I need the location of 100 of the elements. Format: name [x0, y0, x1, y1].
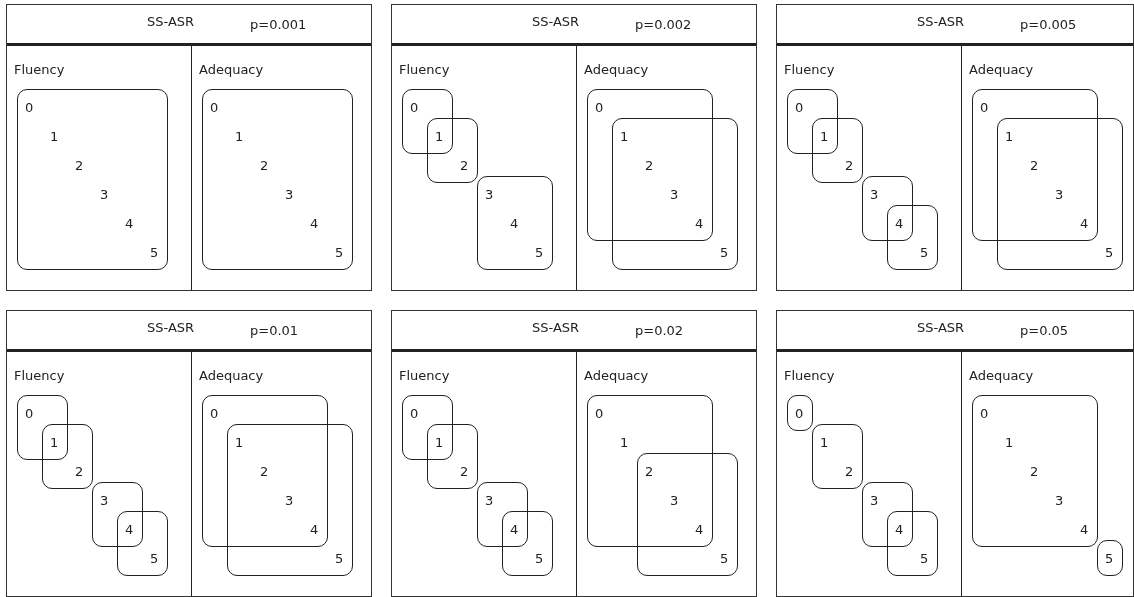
class-number: 1 — [820, 435, 829, 450]
rounded-box — [812, 424, 863, 489]
class-number: 3 — [670, 187, 679, 202]
class-number: 2 — [75, 464, 84, 479]
class-number: 4 — [310, 216, 319, 231]
class-number: 2 — [460, 464, 469, 479]
rounded-box — [587, 395, 713, 547]
panel-title: SS-ASR — [917, 320, 965, 335]
class-number: 1 — [435, 435, 444, 450]
class-number: 5 — [1105, 245, 1114, 260]
panel-title: SS-ASR — [917, 14, 965, 29]
class-number: 1 — [820, 129, 829, 144]
class-number: 3 — [1055, 493, 1064, 508]
rounded-box — [887, 205, 938, 270]
p-value-label: p=0.002 — [635, 17, 692, 32]
class-number: 2 — [645, 158, 654, 173]
rounded-box — [502, 511, 553, 576]
class-number: 1 — [1005, 129, 1014, 144]
rounded-box — [862, 176, 913, 241]
class-number: 2 — [460, 158, 469, 173]
chart-panel — [6, 310, 372, 597]
class-number: 3 — [485, 187, 494, 202]
class-number: 3 — [870, 493, 879, 508]
rounded-box — [587, 89, 713, 241]
class-number: 5 — [920, 551, 929, 566]
rounded-box — [42, 424, 93, 489]
p-value-label: p=0.02 — [635, 323, 684, 338]
column-heading: Adequacy — [199, 368, 264, 383]
class-number: 4 — [895, 522, 904, 537]
class-number: 1 — [235, 435, 244, 450]
class-number: 2 — [845, 464, 854, 479]
rounded-box — [202, 395, 328, 547]
chart-panel — [391, 310, 757, 597]
class-number: 3 — [1055, 187, 1064, 202]
class-number: 5 — [150, 551, 159, 566]
class-number: 5 — [920, 245, 929, 260]
class-number: 0 — [210, 406, 219, 421]
panel-title: SS-ASR — [147, 14, 195, 29]
rounded-box — [427, 118, 478, 183]
class-number: 3 — [100, 493, 109, 508]
class-number: 3 — [100, 187, 109, 202]
class-number: 4 — [125, 216, 134, 231]
column-heading: Fluency — [14, 368, 65, 383]
class-number: 1 — [50, 129, 59, 144]
class-number: 3 — [485, 493, 494, 508]
class-number: 4 — [125, 522, 134, 537]
rounded-box — [812, 118, 863, 183]
p-value-label: p=0.05 — [1020, 323, 1069, 338]
class-number: 1 — [235, 129, 244, 144]
class-number: 0 — [795, 100, 804, 115]
rounded-box — [997, 118, 1123, 270]
class-number: 4 — [1080, 522, 1089, 537]
rounded-box — [92, 482, 143, 547]
rounded-box — [202, 89, 353, 270]
class-number: 4 — [895, 216, 904, 231]
column-heading: Fluency — [784, 368, 835, 383]
panel-title: SS-ASR — [147, 320, 195, 335]
rounded-box — [477, 482, 528, 547]
class-number: 5 — [150, 245, 159, 260]
chart-panel — [6, 4, 372, 291]
p-value-label: p=0.005 — [1020, 17, 1077, 32]
rounded-box — [887, 511, 938, 576]
panel-title: SS-ASR — [532, 14, 580, 29]
class-number: 2 — [645, 464, 654, 479]
class-number: 2 — [260, 464, 269, 479]
class-number: 0 — [980, 100, 989, 115]
rounded-box — [787, 89, 838, 154]
class-number: 5 — [335, 245, 344, 260]
class-number: 5 — [720, 551, 729, 566]
rounded-box — [477, 176, 553, 270]
column-heading: Adequacy — [584, 368, 649, 383]
class-number: 5 — [720, 245, 729, 260]
rounded-box — [787, 395, 813, 431]
class-number: 4 — [510, 522, 519, 537]
class-number: 0 — [410, 100, 419, 115]
class-number: 5 — [535, 551, 544, 566]
rounded-box — [17, 89, 168, 270]
class-number: 3 — [670, 493, 679, 508]
rounded-box — [972, 89, 1098, 241]
chart-panel — [776, 310, 1134, 597]
chart-panel — [776, 4, 1134, 291]
class-number: 1 — [435, 129, 444, 144]
class-number: 0 — [980, 406, 989, 421]
class-number: 1 — [50, 435, 59, 450]
column-heading: Adequacy — [584, 62, 649, 77]
panel-title: SS-ASR — [532, 320, 580, 335]
class-number: 1 — [620, 435, 629, 450]
rounded-box — [1097, 540, 1123, 576]
class-number: 4 — [310, 522, 319, 537]
class-number: 4 — [510, 216, 519, 231]
rounded-box — [972, 395, 1098, 547]
class-number: 0 — [795, 406, 804, 421]
class-number: 2 — [260, 158, 269, 173]
class-number: 0 — [595, 100, 604, 115]
class-number: 0 — [25, 406, 34, 421]
class-number: 0 — [25, 100, 34, 115]
p-value-label: p=0.001 — [250, 17, 307, 32]
class-number: 2 — [1030, 464, 1039, 479]
rounded-box — [17, 395, 68, 460]
class-number: 2 — [845, 158, 854, 173]
